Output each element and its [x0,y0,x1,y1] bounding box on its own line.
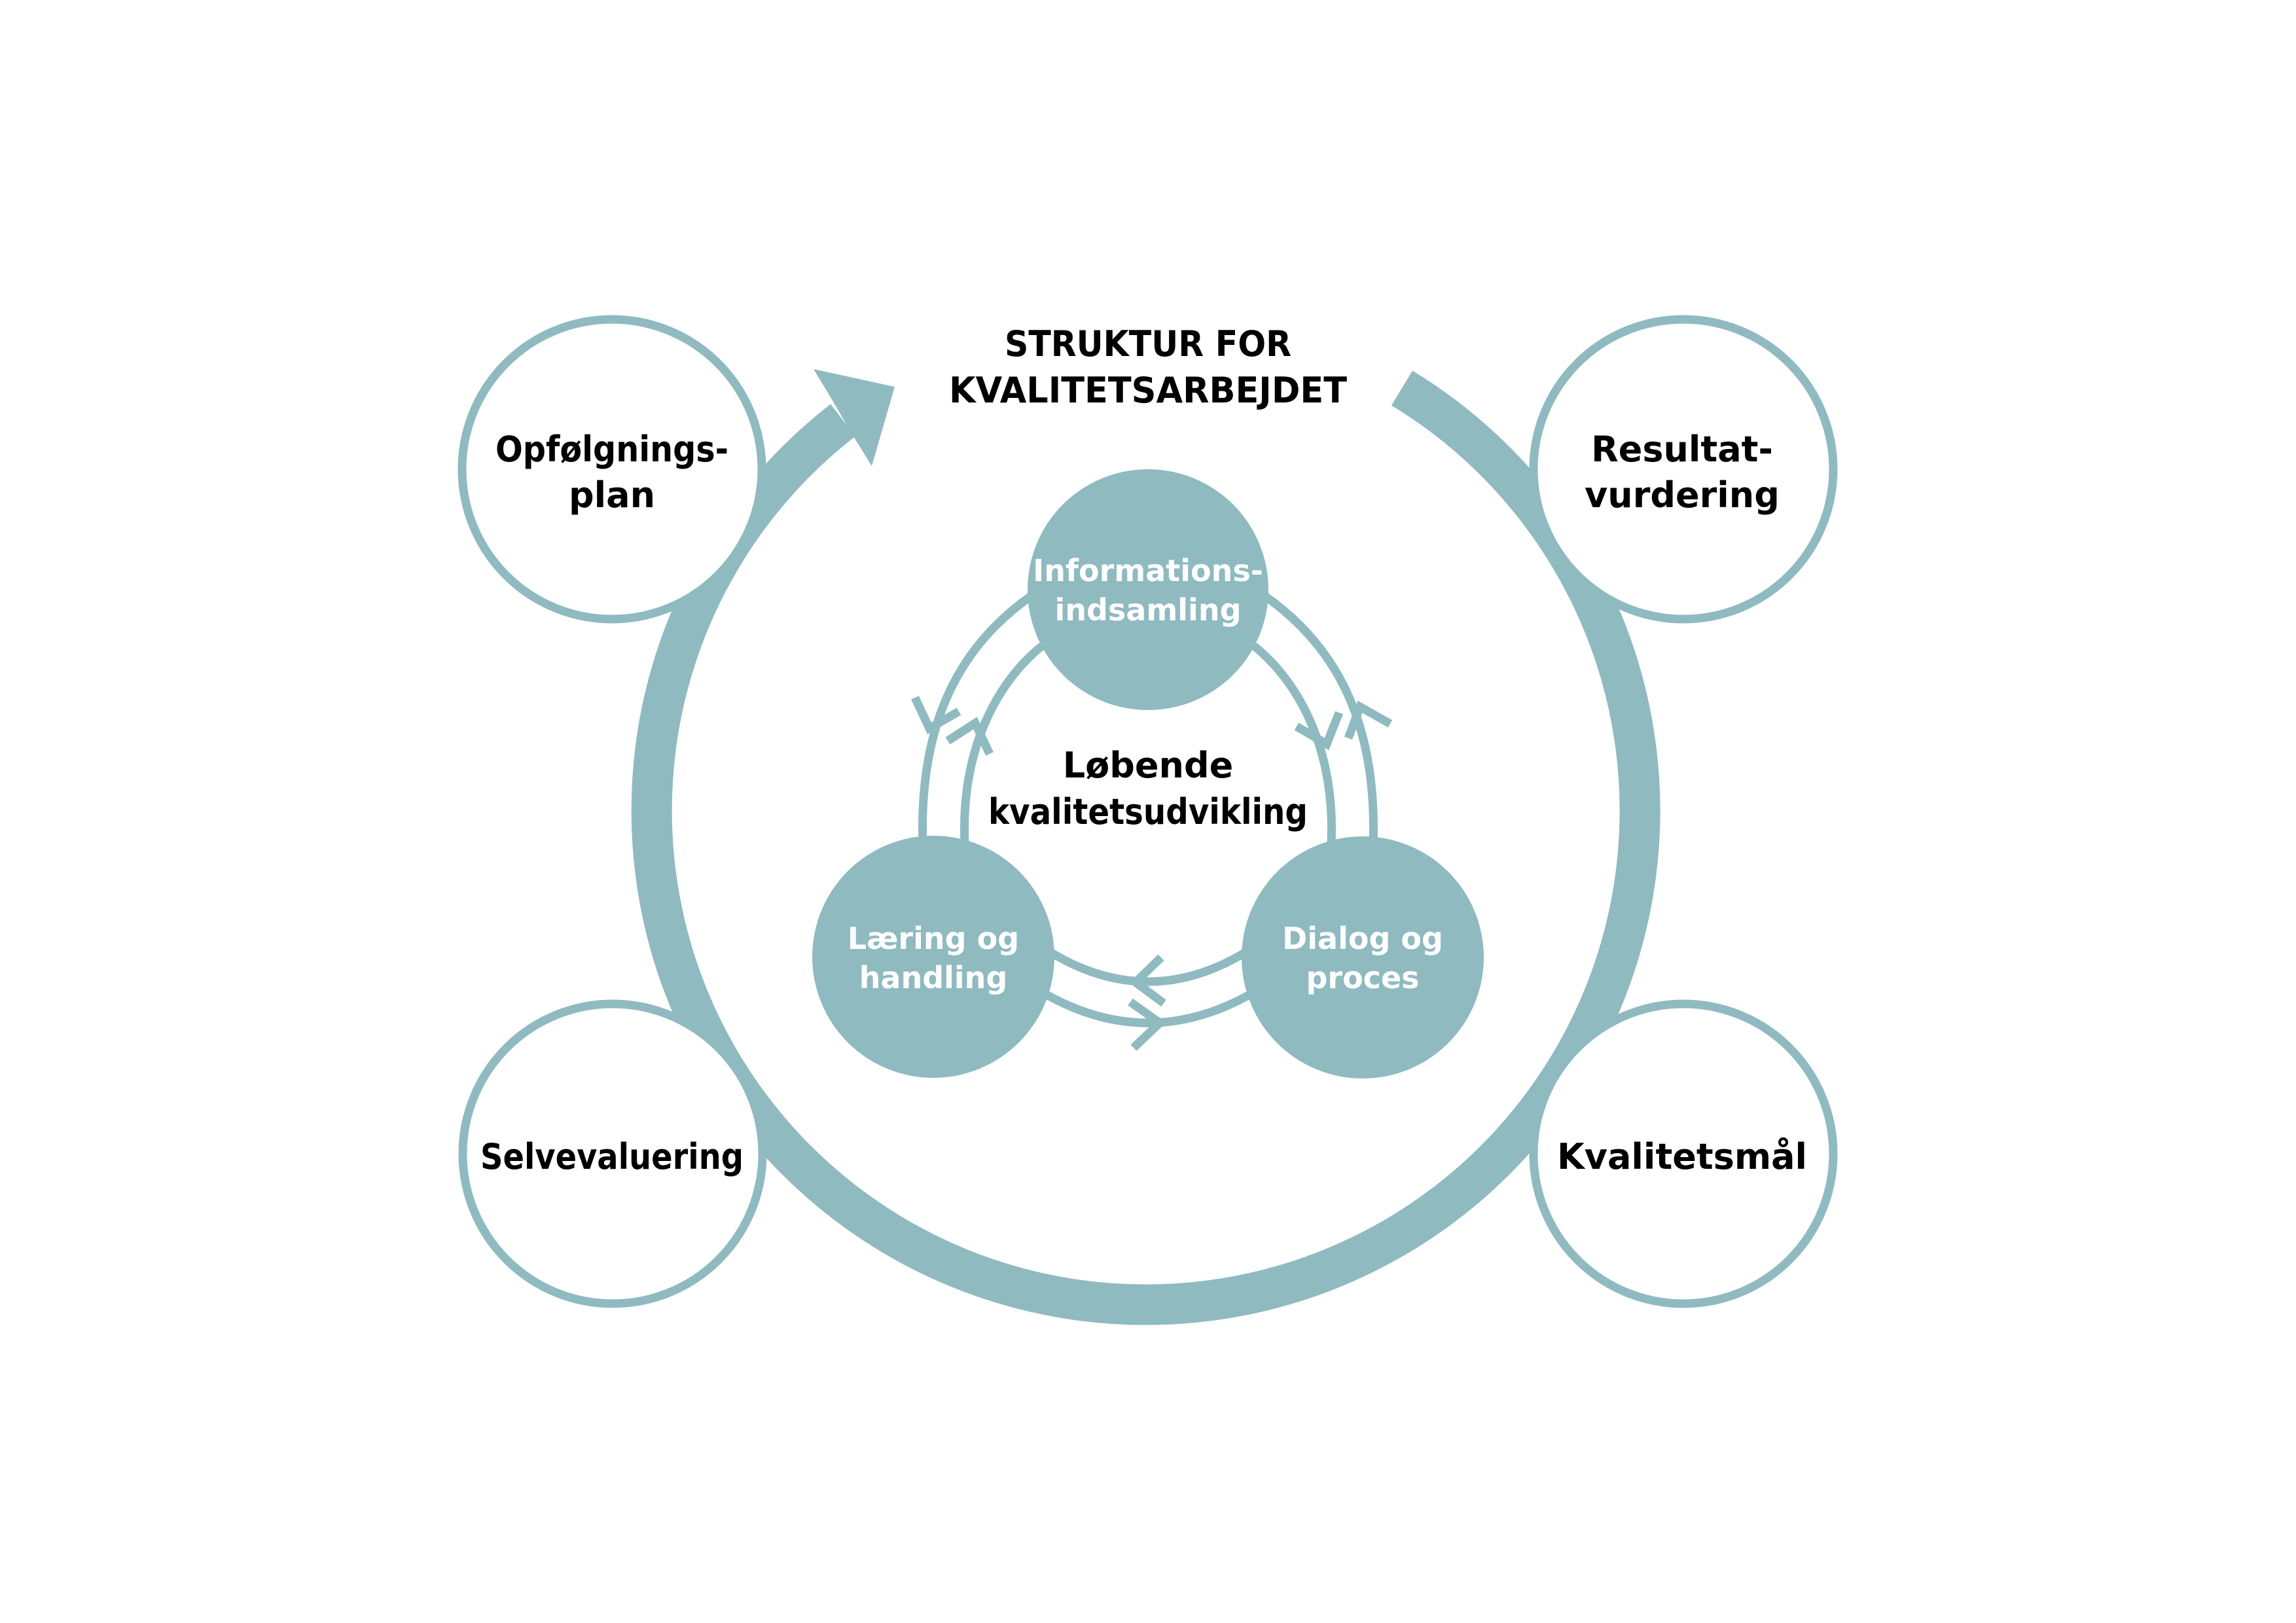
title-line1: STRUKTUR FOR [1005,323,1291,365]
outer-node-bottom-left-line1: Selvevaluering [480,1136,744,1177]
inner-node-bottom-right-line2: proces [1306,960,1419,995]
inner-node-bottom-right-circle [1242,836,1484,1079]
inner-node-bottom-left-line2: handling [859,960,1008,995]
outer-node-bottom-left-circle [458,999,767,1308]
inner-node-bottom-right: Dialog og proces [1242,836,1484,1079]
outer-node-top-left-circle [457,315,766,624]
arrow-up-icon [1344,700,1393,740]
outer-node-top-right: Resultat- vurdering [1529,315,1838,624]
flow-arc-left-outer [918,592,1033,846]
arrow-up-icon [945,717,994,756]
inner-flow-arcs [918,592,1378,1027]
inner-node-top-circle [1028,469,1268,710]
arrow-down-icon [1294,711,1344,751]
inner-node-bottom-right-line1: Dialog og [1282,921,1443,956]
outer-node-top-left: Opfølgnings- plan [457,315,766,624]
outer-node-top-left-line2: plan [569,474,655,516]
flow-arc-right-inner [1251,642,1336,844]
flow-arc-left-inner [960,642,1045,844]
outer-node-top-right-circle [1529,315,1838,624]
outer-node-bottom-right: Kvalitetsmål [1529,999,1838,1308]
flow-arc-right-outer [1263,592,1378,846]
title-line2: KVALITETSARBEJDET [949,370,1347,411]
arrow-down-icon [911,696,961,735]
inner-node-bottom-left-circle [812,836,1054,1078]
inner-flow-arrowheads [911,696,1393,1051]
outer-node-bottom-right-circle [1529,999,1838,1308]
inner-node-bottom-left: Læring og handling [812,836,1054,1078]
inner-node-bottom-left-line1: Læring og [848,921,1019,956]
flow-arc-bottom-lower [1039,988,1257,1027]
center-label-line2: kvalitetsudvikling [988,791,1308,832]
outer-node-top-right-line1: Resultat- [1591,429,1773,470]
outer-cycle-arrowhead-icon [814,369,895,466]
center-label-line1: Løbende [1063,745,1234,786]
arrow-right-icon [1128,998,1167,1051]
arrow-left-icon [1129,954,1166,1007]
flow-arc-bottom-upper [1045,946,1251,986]
inner-node-top-line1: Informations- [1033,553,1263,588]
inner-cycle-center-label: Løbende kvalitetsudvikling [988,745,1308,832]
outer-node-bottom-right-line1: Kvalitetsmål [1557,1136,1807,1177]
outer-cycle-ring [631,370,1660,1325]
outer-cycle-arrow [631,369,1660,1325]
diagram-title: STRUKTUR FOR KVALITETSARBEJDET [949,323,1347,411]
outer-node-bottom-left: Selvevaluering [458,999,767,1308]
outer-node-top-left-line1: Opfølgnings- [495,429,728,470]
inner-node-top-line2: indsamling [1054,592,1241,628]
inner-node-top: Informations- indsamling [1028,469,1268,710]
outer-node-top-right-line2: vurdering [1585,474,1780,516]
